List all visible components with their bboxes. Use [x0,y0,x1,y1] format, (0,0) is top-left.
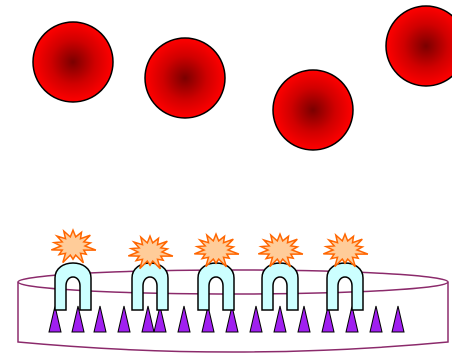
marker-triangle-10 [250,306,262,332]
receptors-group [55,263,363,310]
marker-triangle-12 [298,306,310,332]
starburst-3 [194,234,239,267]
marker-triangle-16 [392,306,404,332]
red-blood-cell-2 [145,38,225,118]
receptor-3 [198,263,234,310]
starburst-1 [51,230,96,263]
red-blood-cell-1 [33,22,113,102]
receptor-2 [132,263,168,310]
starburst-2 [128,236,173,269]
marker-triangle-7 [178,306,190,332]
marker-triangle-11 [274,306,286,332]
marker-triangle-4 [118,306,130,332]
receptor-5 [327,263,363,310]
starburst-4 [258,234,303,267]
bursts-group [51,230,368,269]
marker-triangle-5 [142,306,154,332]
red-cells-group [33,6,452,150]
marker-triangle-3 [94,306,106,332]
red-blood-cell-4 [386,6,452,86]
red-blood-cell-3 [273,70,353,150]
receptor-4 [262,263,298,310]
starburst-5 [323,234,368,267]
receptor-1 [55,263,91,310]
marker-triangle-15 [370,306,382,332]
